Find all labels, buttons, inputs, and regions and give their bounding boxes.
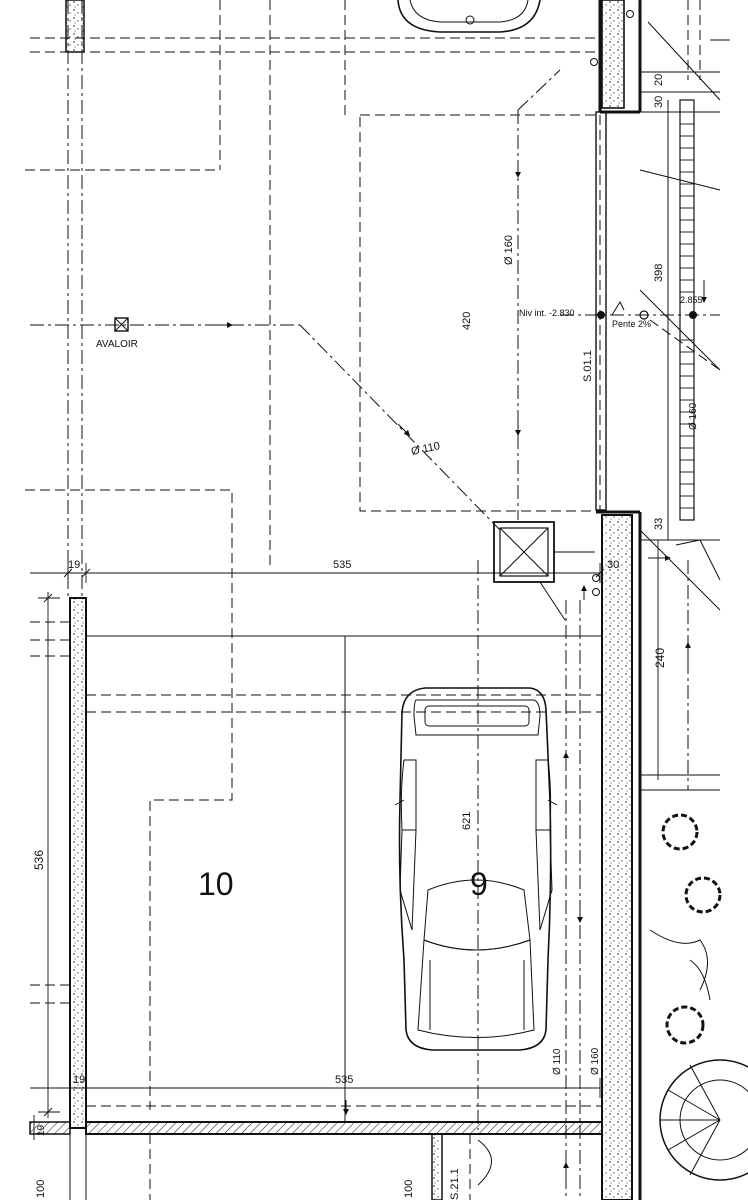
dim-621: 621 <box>461 812 473 830</box>
label-pipe-110-diag: Ø 110 <box>410 440 441 458</box>
dimension-top-535 <box>30 563 605 583</box>
dim-535-bottom: 535 <box>335 1074 353 1086</box>
text-labels: AVALOIR Ø 160 Ø 110 Niv int. -2.830 Pent… <box>32 74 703 1200</box>
label-avaloir: AVALOIR <box>96 339 138 350</box>
top-grid-lines <box>25 0 600 600</box>
dimension-left-536 <box>38 592 60 1118</box>
wall-top-right <box>590 0 642 114</box>
pipe-diagonal-110 <box>299 324 501 531</box>
dim-19-left: 19 <box>36 1124 47 1136</box>
dim-20: 20 <box>653 74 665 86</box>
dim-30-top: 30 <box>653 96 665 108</box>
dim-536: 536 <box>32 850 46 870</box>
bottom-left-details <box>33 1115 492 1200</box>
wall-top-left <box>65 0 85 53</box>
label-pipe-160-upper: Ø 160 <box>503 235 515 265</box>
dim-19-bottom: 19 <box>73 1074 85 1086</box>
label-pipe-160-right: Ø 160 <box>688 402 699 430</box>
space-number-9: 9 <box>470 866 488 902</box>
car-topview <box>394 687 558 1051</box>
car-top-partial <box>397 0 541 33</box>
label-level-right: 2.855 <box>680 295 703 305</box>
dimension-bottom-535 <box>30 1078 602 1115</box>
dim-420: 420 <box>461 312 473 330</box>
label-section-s211: S.21.1 <box>449 1168 461 1200</box>
right-strip <box>639 0 730 611</box>
dim-100-left: 100 <box>35 1180 47 1198</box>
label-pipe-110-lower: Ø 110 <box>552 1048 563 1075</box>
label-niv-int: Niv int. -2.830 <box>519 308 575 318</box>
pipe-vertical-160 <box>515 69 561 520</box>
dim-19-top: 19 <box>68 559 80 571</box>
avaloir-symbol <box>30 317 300 332</box>
label-pipe-160-lower: Ø 160 <box>590 1047 601 1075</box>
label-section-s011: S.01.1 <box>582 350 594 382</box>
left-dashed-outline <box>25 489 233 1110</box>
label-pente: Pente 2% <box>612 319 651 329</box>
space-number-10: 10 <box>198 866 234 902</box>
parking-walls <box>29 510 642 1200</box>
dim-33: 33 <box>653 518 665 530</box>
dim-240: 240 <box>653 648 667 668</box>
dim-30-mid: 30 <box>607 559 619 571</box>
exterior-right <box>640 539 748 1181</box>
dim-100-mid: 100 <box>403 1180 415 1198</box>
parking-lines <box>30 560 602 1200</box>
dim-398: 398 <box>653 264 665 282</box>
inspection-chamber <box>493 521 595 621</box>
dim-535-top: 535 <box>333 559 351 571</box>
drain-channel <box>560 111 721 511</box>
